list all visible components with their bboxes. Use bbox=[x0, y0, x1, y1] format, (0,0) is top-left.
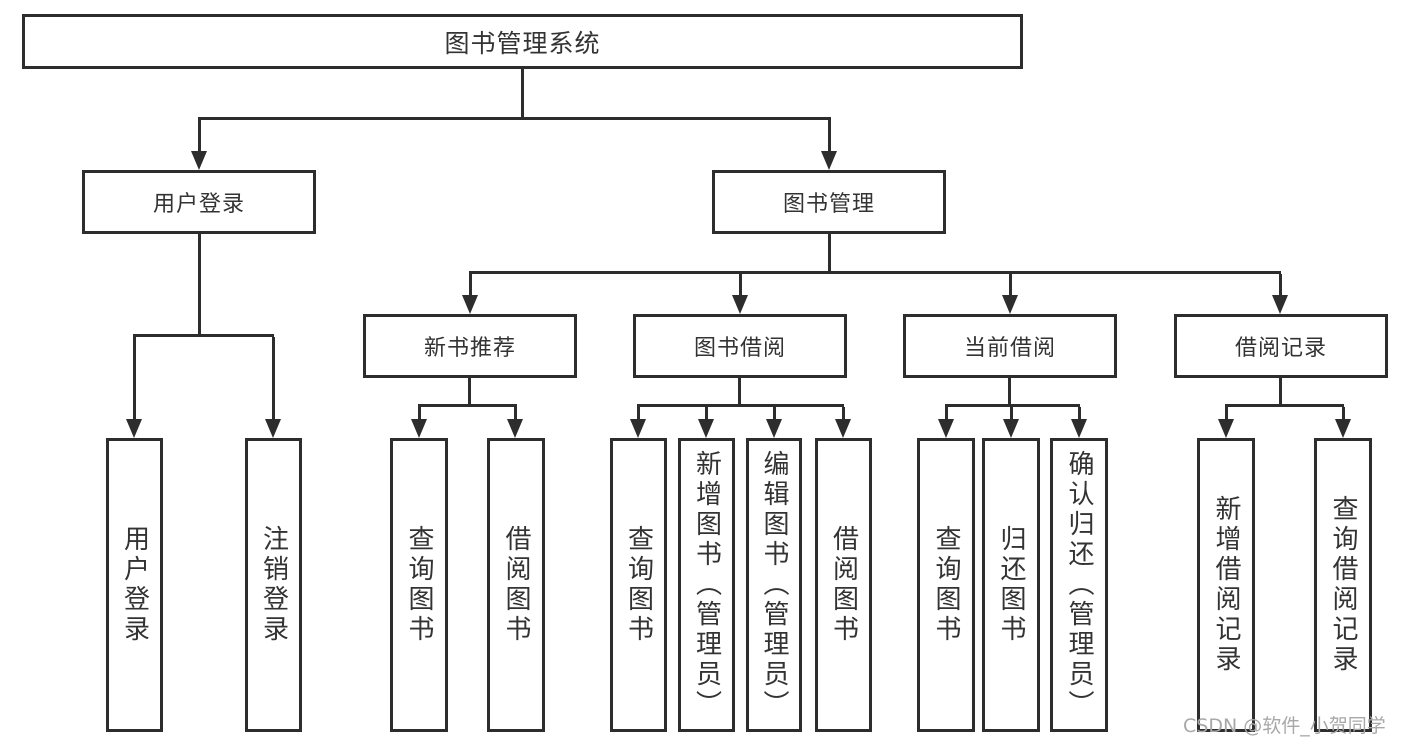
leaf-logout-login: 注销登录 bbox=[245, 438, 302, 732]
arrowhead-down-icon bbox=[835, 419, 851, 438]
connector-vline bbox=[1010, 407, 1013, 421]
arrowhead-down-icon bbox=[1071, 419, 1087, 438]
node-user-login: 用户登录 bbox=[82, 170, 316, 234]
leaf-current-query-books: 查询图书 bbox=[917, 438, 975, 732]
connector-vline bbox=[945, 407, 948, 421]
arrowhead-down-icon bbox=[191, 151, 207, 170]
leaf-borrowing-borrow-books: 借阅图书 bbox=[815, 438, 872, 732]
arrowhead-down-icon bbox=[732, 295, 748, 314]
connector-vline bbox=[738, 378, 741, 406]
connector-vline bbox=[1009, 274, 1012, 296]
connector-hline bbox=[469, 271, 1281, 274]
connector-vline bbox=[1225, 407, 1228, 421]
arrowhead-down-icon bbox=[938, 419, 954, 438]
leaf-recommend-query-books: 查询图书 bbox=[390, 438, 448, 732]
arrowhead-down-icon bbox=[766, 419, 782, 438]
connector-vline bbox=[418, 407, 421, 421]
connector-hline bbox=[133, 334, 274, 337]
connector-vline bbox=[739, 274, 742, 296]
connector-vline bbox=[773, 407, 776, 421]
connector-hline bbox=[198, 117, 831, 120]
connector-vline bbox=[1279, 378, 1282, 406]
connector-vline bbox=[469, 274, 472, 296]
connector-vline bbox=[514, 407, 517, 421]
connector-vline bbox=[521, 68, 524, 120]
connector-vline bbox=[828, 120, 831, 153]
node-library-system: 图书管理系统 bbox=[22, 14, 1023, 69]
connector-vline bbox=[1342, 407, 1345, 421]
leaf-borrowing-query-books: 查询图书 bbox=[610, 438, 667, 732]
leaf-user-login: 用户登录 bbox=[106, 438, 163, 732]
arrowhead-down-icon bbox=[630, 419, 646, 438]
arrowhead-down-icon bbox=[462, 295, 478, 314]
leaf-records-add-borrow-record: 新增借阅记录 bbox=[1197, 438, 1255, 732]
connector-vline bbox=[133, 337, 136, 421]
leaf-records-query-borrow-record: 查询借阅记录 bbox=[1314, 438, 1372, 732]
connector-vline bbox=[1008, 378, 1011, 406]
connector-vline bbox=[272, 337, 275, 421]
node-borrow-records: 借阅记录 bbox=[1174, 314, 1388, 378]
leaf-recommend-borrow-books: 借阅图书 bbox=[487, 438, 545, 732]
connector-hline bbox=[1225, 404, 1344, 407]
connector-vline bbox=[705, 407, 708, 421]
connector-vline bbox=[637, 407, 640, 421]
connector-hline bbox=[945, 404, 1080, 407]
arrowhead-down-icon bbox=[411, 419, 427, 438]
arrowhead-down-icon bbox=[1218, 419, 1234, 438]
node-new-book-recommend: 新书推荐 bbox=[363, 314, 577, 378]
node-book-borrowing: 图书借阅 bbox=[633, 314, 847, 378]
arrowhead-down-icon bbox=[821, 151, 837, 170]
node-book-management: 图书管理 bbox=[712, 170, 946, 234]
arrowhead-down-icon bbox=[1003, 419, 1019, 438]
connector-vline bbox=[1078, 407, 1081, 421]
connector-hline bbox=[418, 404, 517, 407]
arrowhead-down-icon bbox=[1335, 419, 1351, 438]
connector-vline bbox=[468, 378, 471, 406]
connector-vline bbox=[1279, 274, 1282, 296]
node-current-borrowing: 当前借阅 bbox=[903, 314, 1117, 378]
arrowhead-down-icon bbox=[698, 419, 714, 438]
connector-vline bbox=[198, 234, 201, 336]
arrowhead-down-icon bbox=[265, 419, 281, 438]
leaf-current-return-books: 归还图书 bbox=[982, 438, 1040, 732]
arrowhead-down-icon bbox=[1272, 295, 1288, 314]
leaf-borrowing-add-book-admin: 新增图书（管理员） bbox=[678, 438, 735, 732]
arrowhead-down-icon bbox=[126, 419, 142, 438]
connector-hline bbox=[637, 404, 844, 407]
arrowhead-down-icon bbox=[1002, 295, 1018, 314]
connector-vline bbox=[828, 234, 831, 274]
leaf-borrowing-edit-book-admin: 编辑图书（管理员） bbox=[746, 438, 802, 732]
arrowhead-down-icon bbox=[507, 419, 523, 438]
connector-vline bbox=[198, 120, 201, 153]
connector-vline bbox=[842, 407, 845, 421]
leaf-current-confirm-return-admin: 确认归还（管理员） bbox=[1050, 438, 1108, 732]
csdn-watermark: CSDN @软件_小贺同学 bbox=[1183, 715, 1386, 737]
